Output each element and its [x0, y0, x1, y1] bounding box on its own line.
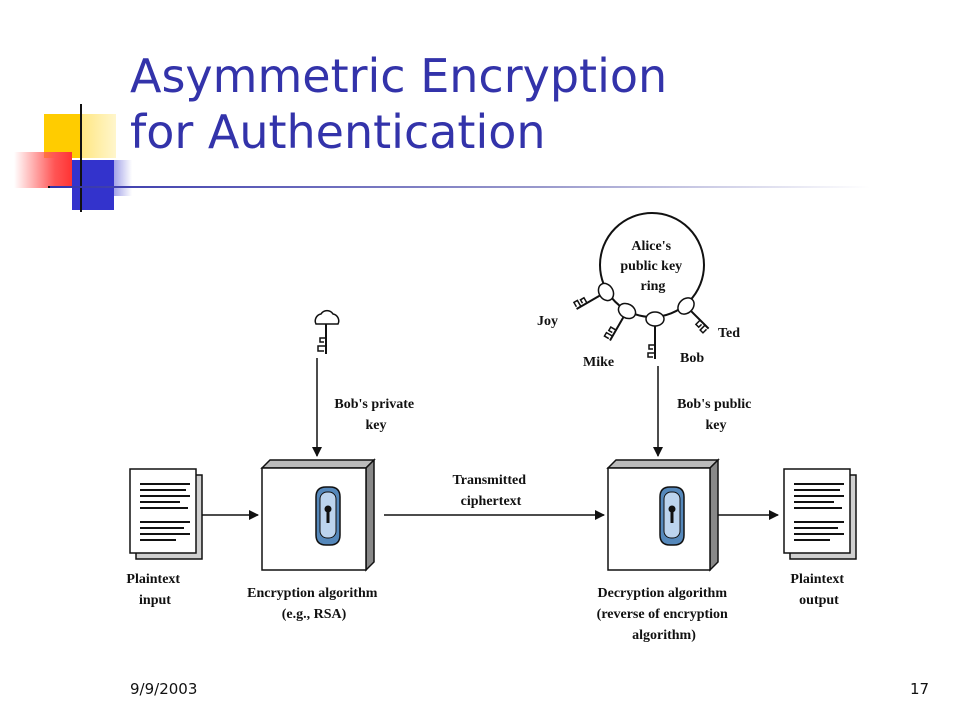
plaintext-output-document [783, 468, 857, 560]
slide-title: Asymmetric Encryption for Authentication [130, 48, 930, 160]
decorative-logo [0, 0, 140, 220]
private-key-icon [314, 309, 340, 354]
plaintext-input-label: Plaintext input [126, 572, 183, 608]
encryption-algorithm-label: Encryption algorithm (e.g., RSA) [247, 586, 381, 622]
key-label-bob: Bob [680, 351, 704, 366]
key-label-joy: Joy [537, 314, 558, 329]
title-line-2: for Authentication [130, 105, 546, 159]
key-label-mike: Mike [583, 355, 614, 370]
key-ring-label: Alice's public key ring [620, 239, 685, 294]
mike-key-icon [603, 302, 637, 341]
decryption-algorithm-label: Decryption algorithm (reverse of encrypt… [597, 586, 732, 643]
private-key-label: Bob's private key [334, 397, 417, 433]
joy-key-icon [572, 282, 615, 310]
footer-page-number: 17 [910, 680, 930, 698]
plaintext-input-document [129, 468, 203, 560]
key-label-ted: Ted [718, 326, 740, 341]
footer-date: 9/9/2003 [130, 680, 198, 698]
lock-icon [659, 486, 685, 546]
encryption-box [260, 458, 376, 572]
title-underline [50, 186, 870, 188]
transmitted-ciphertext-label: Transmitted ciphertext [452, 473, 529, 509]
plaintext-output-label: Plaintext output [790, 572, 847, 608]
ted-key-icon [677, 297, 710, 334]
lock-icon [315, 486, 341, 546]
bob-key-icon [645, 311, 665, 359]
decryption-box [606, 458, 720, 572]
public-key-label: Bob's public key [677, 397, 755, 433]
title-line-1: Asymmetric Encryption [130, 49, 668, 103]
